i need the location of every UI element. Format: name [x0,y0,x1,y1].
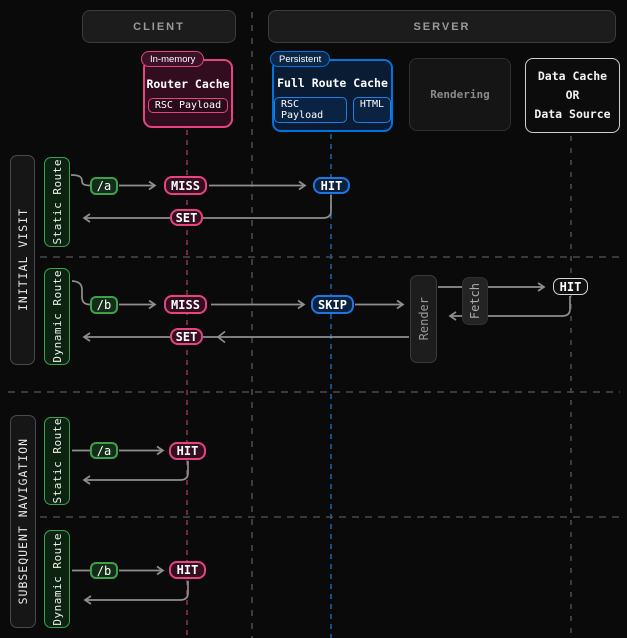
section-label-subsequent-navigation-text: SUBSEQUENT NAVIGATION [16,438,30,605]
path-chip-a: /a [90,442,118,459]
data-source-line2: OR [565,88,580,102]
persistent-badge: Persistent [270,51,331,67]
arrow-r1-return-set [82,195,332,223]
router-cache-title: Router Cache [146,77,230,91]
route-label-text: Static Route [50,159,64,245]
full-route-cache-title: Full Route Cache [277,76,388,90]
hit-chip: HIT [169,561,206,579]
fetch-box: Fetch [462,277,488,325]
data-source-line1: Data Cache [537,69,608,83]
arrow-r2-request-elbow [71,280,92,306]
hit-chip-data-source: HIT [553,278,588,295]
set-chip: SET [170,209,203,226]
route-label-dynamic-initial: Dynamic Route [44,268,70,365]
miss-chip: MISS [164,176,207,195]
route-label-text: Dynamic Route [50,270,64,363]
rsc-payload-chip: RSC Payload [274,97,347,123]
server-header: SERVER [268,10,616,43]
section-label-subsequent-navigation: SUBSEQUENT NAVIGATION [10,415,36,628]
rendering-box: Rendering [409,58,511,131]
section-label-initial-visit-text: INITIAL VISIT [15,208,30,312]
path-chip-b: /b [90,296,118,314]
route-label-static-subsequent: Static Route [44,417,70,505]
arrow-r2-hit-to-render [448,296,571,321]
arrow-r1-request-elbow [70,174,93,187]
fetch-box-text: Fetch [468,282,482,320]
client-header: CLIENT [82,10,236,43]
hit-chip: HIT [169,442,206,460]
section-label-initial-visit: INITIAL VISIT [10,155,35,365]
render-box-text: Render [416,297,431,341]
data-source-box: Data Cache OR Data Source [525,58,620,133]
path-chip-b: /b [90,562,118,579]
arrow-r4-return [83,581,189,605]
arrow-r3-return [82,461,189,485]
html-chip: HTML [352,97,391,123]
render-box: Render [410,275,437,363]
arrow-r2-set-mid-chevron [216,330,226,344]
path-chip-a: /a [90,177,118,195]
hit-chip: HIT [313,177,350,194]
route-label-text: Dynamic Route [50,532,64,626]
in-memory-badge: In-memory [141,51,205,67]
data-source-line3: Data Source [534,107,611,121]
route-label-static-initial: Static Route [44,157,70,247]
full-route-cache-box: Persistent Full Route Cache RSC Payload … [270,51,393,132]
rsc-payload-chip: RSC Payload [147,98,229,113]
miss-chip: MISS [164,295,207,314]
route-label-dynamic-subsequent: Dynamic Route [44,530,70,628]
set-chip: SET [170,328,203,345]
skip-chip: SKIP [311,295,354,314]
route-label-text: Static Route [50,418,64,504]
router-cache-box: In-memory Router Cache RSC Payload [141,51,233,128]
